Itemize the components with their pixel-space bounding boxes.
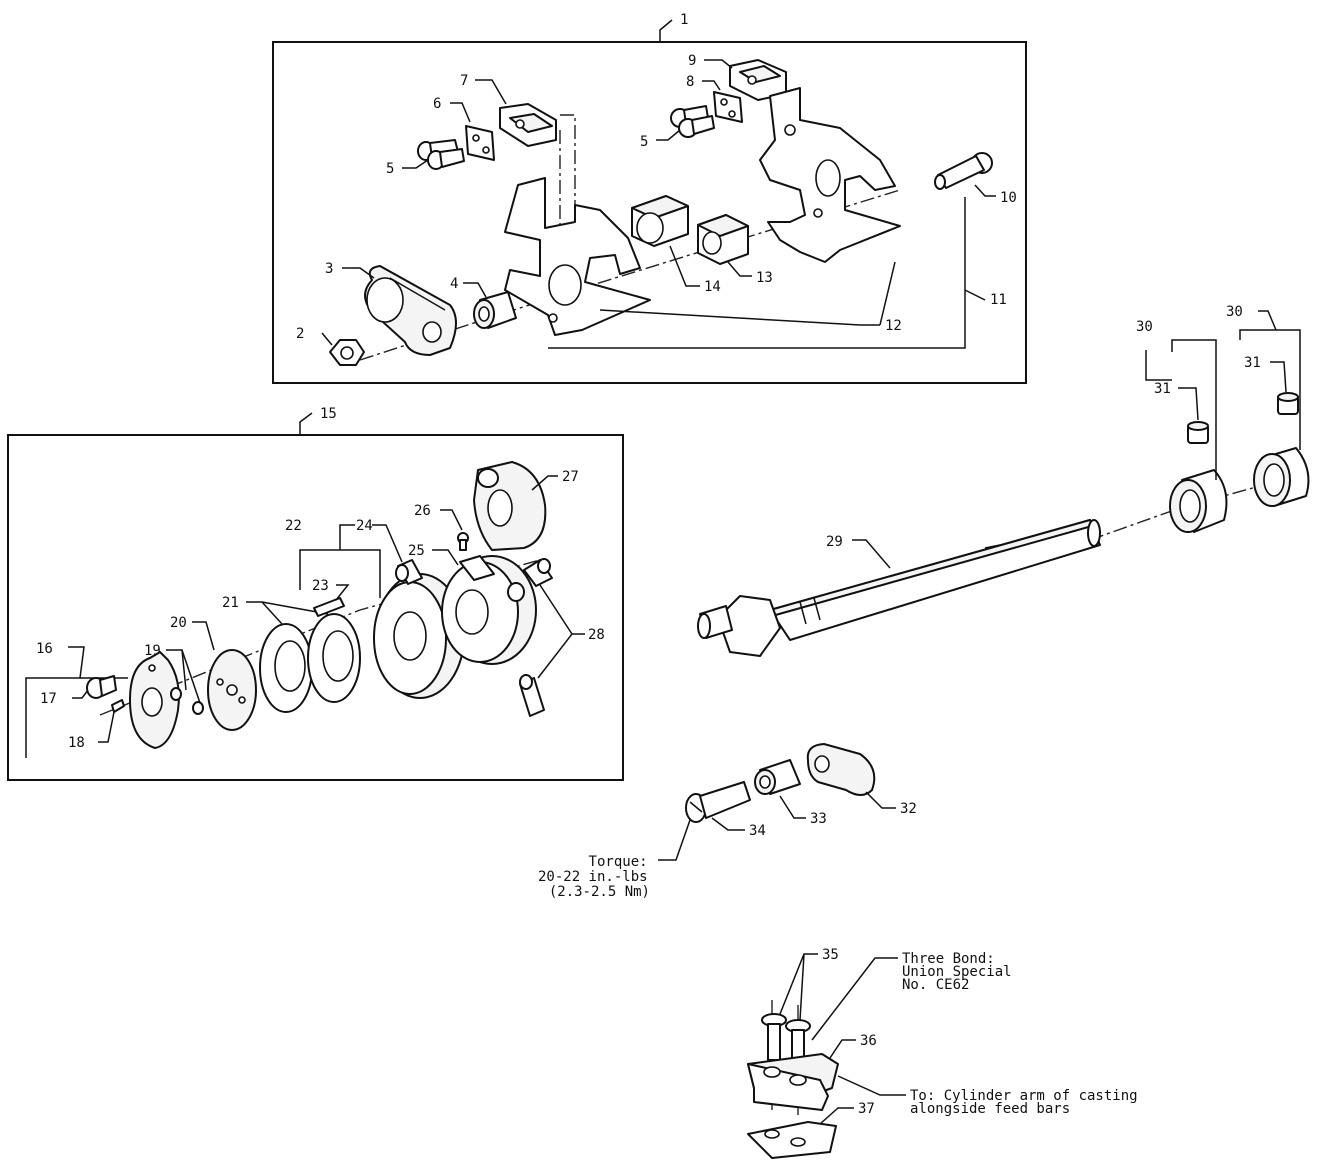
part-31-set-screw-left [1187,421,1209,444]
part-28-set-screws [519,558,553,717]
callout-33: 33 [810,811,827,827]
part-8-plate [713,91,743,123]
part-29-shaft [697,519,1101,657]
callout-36: 36 [860,1033,877,1049]
part-2-hex-nut [329,339,365,366]
callout-16: 16 [36,641,53,657]
part-19-screws [170,687,204,715]
callout-14: 14 [704,279,721,295]
part-26-screw [457,532,469,551]
part-20-disc [207,649,257,731]
part-33-bushing [754,759,801,795]
callout-8: 8 [686,74,694,90]
callout-21: 21 [222,595,239,611]
part-18-pin [111,699,125,713]
callout-7: 7 [460,73,468,89]
callout-13: 13 [756,270,773,286]
three-bond-note: Three Bond: Union Special No. CE62 [902,951,1020,993]
part-24-set-screw [395,559,423,585]
callout-10: 10 [1000,190,1017,206]
part-14-block [631,195,689,247]
part-36-block [747,1053,839,1111]
part-7-block [499,103,557,147]
part-13-nut [697,214,749,265]
part-5-screw-left [417,139,465,170]
callout-9: 9 [688,53,696,69]
callout-32: 32 [900,801,917,817]
part-32-link [806,743,876,796]
callout-4: 4 [450,276,458,292]
callout-2: 2 [296,326,304,342]
callout-29: 29 [826,534,843,550]
callout-22: 22 [285,518,302,534]
part-30-collar-right [1253,447,1310,507]
part-21-washers [259,613,361,713]
part-37-gasket [747,1121,837,1159]
callout-18: 18 [68,735,85,751]
callout-26: 26 [414,503,431,519]
assembly-1-frame [272,41,1027,384]
callout-6: 6 [433,96,441,112]
callout-3: 3 [325,261,333,277]
callout-37: 37 [858,1101,875,1117]
callout-5-right: 5 [640,134,648,150]
callout-15: 15 [320,406,337,422]
callout-30-right: 30 [1226,304,1243,320]
part-6-plate [465,125,495,161]
callout-34: 34 [749,823,766,839]
callout-1: 1 [680,12,688,28]
callout-19: 19 [144,643,161,659]
assembly-15-frame [7,434,624,781]
part-34-screw [685,781,751,823]
part-23-pin [313,597,345,617]
part-17-screw [86,675,117,699]
part-5-screw-right [670,105,715,138]
callout-24: 24 [356,518,373,534]
callout-17: 17 [40,691,57,707]
part-31-set-screw-right [1277,392,1299,415]
callout-28: 28 [588,627,605,643]
callout-27: 27 [562,469,579,485]
part-9-block [729,59,787,101]
part-12-bracket-left [504,177,651,336]
callout-5-left: 5 [386,161,394,177]
part-27-plate [473,461,547,551]
part-3-link-plate [364,265,457,356]
callout-31-left: 31 [1154,381,1171,397]
callout-25: 25 [408,543,425,559]
callout-12: 12 [885,318,902,334]
part-10-shoulder-screw [934,152,993,190]
callout-30-left: 30 [1136,319,1153,335]
destination-note: To: Cylinder arm of casting alongside fe… [910,1088,1146,1117]
part-16-cam [129,651,180,749]
callout-35: 35 [822,947,839,963]
part-25-eccentric-cam [441,555,537,665]
part-12-bracket-right [759,87,901,263]
part-4-bushing [473,291,517,329]
callout-31-right: 31 [1244,355,1261,371]
callout-23: 23 [312,578,329,594]
part-30-collar-left [1169,469,1228,533]
callout-11: 11 [990,292,1007,308]
torque-note: Torque: 20-22 in.-lbs (2.3-2.5 Nm) [538,854,656,900]
callout-20: 20 [170,615,187,631]
